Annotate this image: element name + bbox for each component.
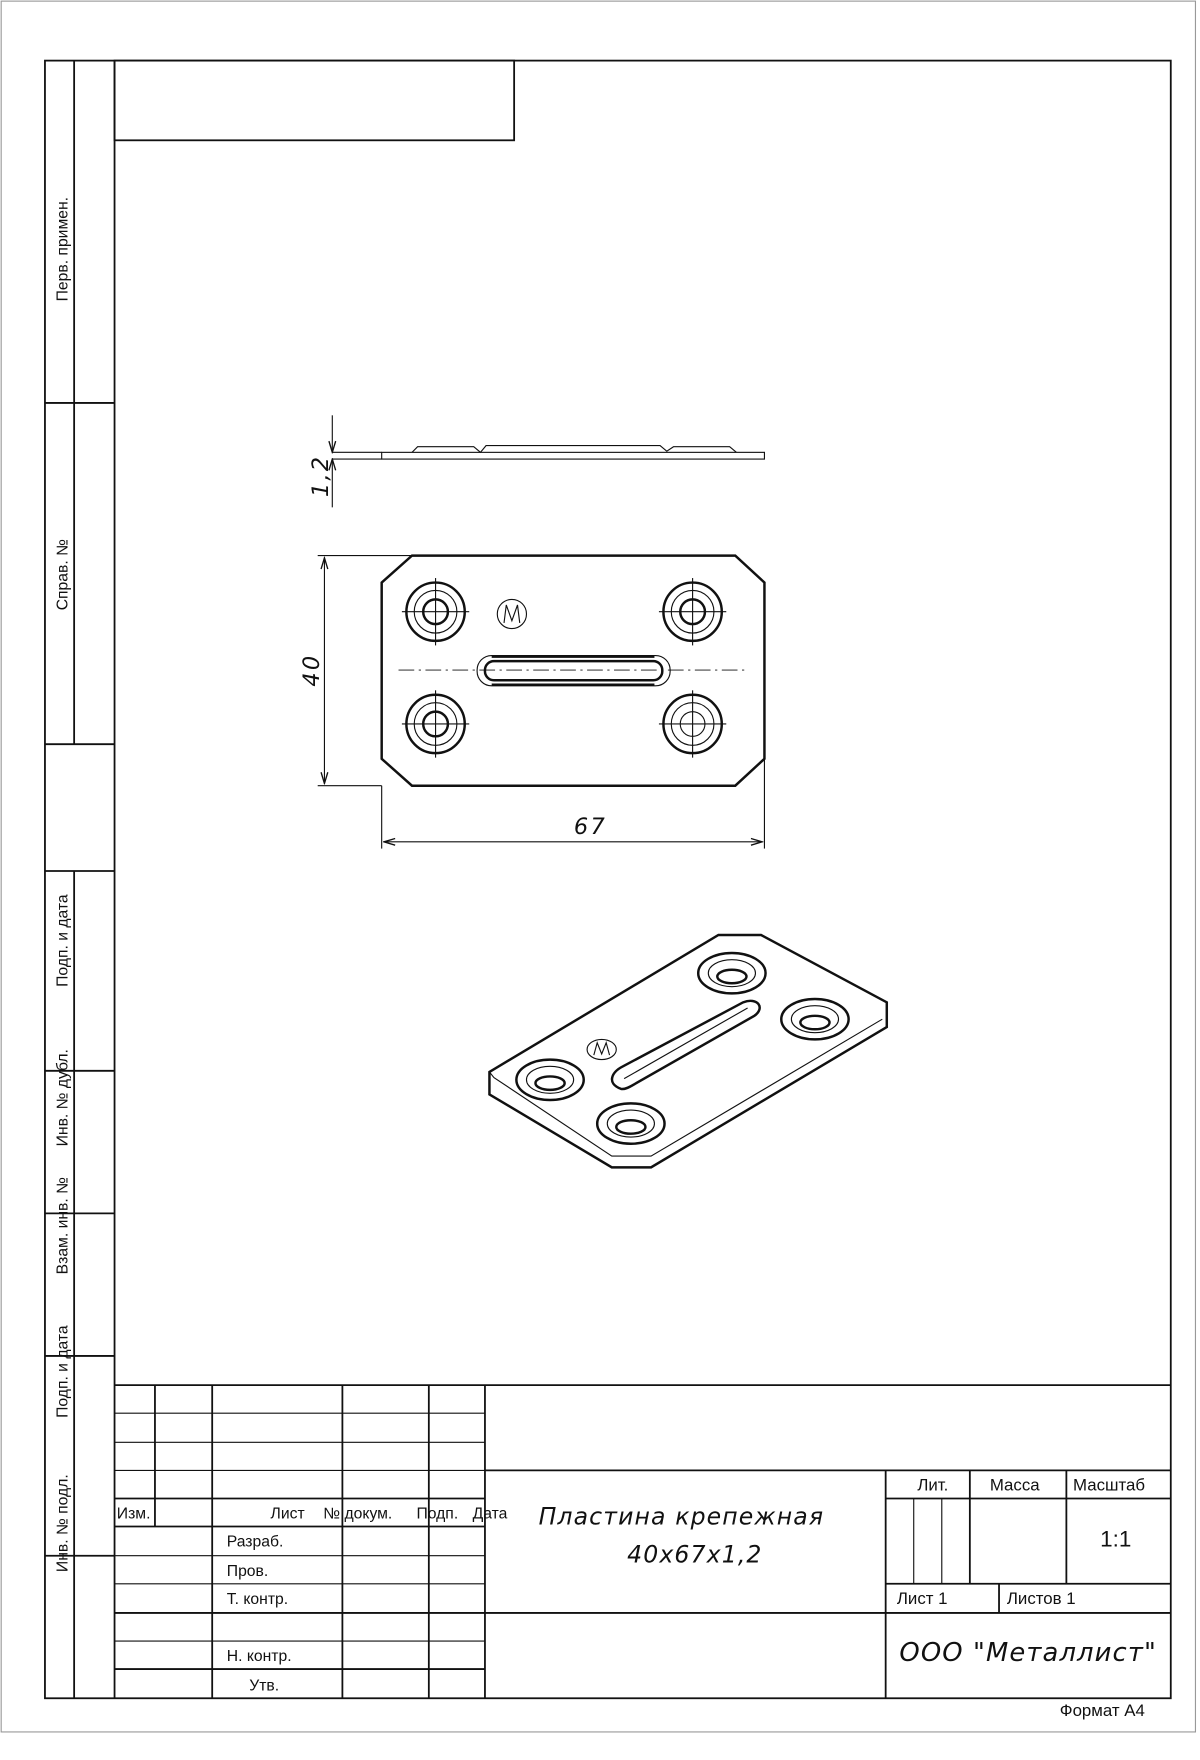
- header-izm: Изм.: [117, 1506, 151, 1523]
- title-block: Изм. Лист № докум. Подп. Дата Разраб. Пр…: [114, 1384, 1171, 1720]
- side-view: 1,2: [308, 415, 765, 508]
- format-label: Формат А4: [1060, 1701, 1145, 1720]
- stamp-label: Инв. № дубл.: [54, 1049, 71, 1146]
- iso-hole: [595, 1102, 666, 1146]
- scale-value: 1:1: [1100, 1527, 1131, 1552]
- role-approved: Утв.: [249, 1677, 279, 1694]
- left-stamp-strip: Перв. примен. Справ. № Подп. и дата Инв.…: [44, 60, 115, 1699]
- header-date: Дата: [473, 1506, 508, 1523]
- width-dimension: 67: [574, 814, 607, 840]
- role-norm-control: Н. контр.: [227, 1648, 292, 1665]
- role-tech-control: Т. контр.: [227, 1591, 288, 1608]
- role-developed: Разраб.: [227, 1534, 284, 1551]
- height-dimension: 40: [299, 654, 325, 687]
- company-name: ООО "Металлист": [899, 1638, 1157, 1668]
- stamp-label: Подп. и дата: [54, 1325, 71, 1418]
- stamp-label: Справ. №: [54, 539, 71, 610]
- isometric-view: [488, 933, 889, 1169]
- slot: [398, 654, 749, 687]
- iso-hole: [780, 997, 850, 1041]
- iso-logo-m-icon: [586, 1038, 617, 1061]
- lit-label: Лит.: [917, 1476, 948, 1495]
- sheet-count: Листов 1: [1007, 1589, 1076, 1608]
- iso-hole: [515, 1058, 585, 1102]
- stamp-label: Инв. № подл.: [54, 1474, 71, 1572]
- role-checked: Пров.: [227, 1563, 268, 1580]
- iso-slot: [610, 999, 761, 1091]
- iso-hole: [696, 951, 767, 995]
- stamp-label: Подп. и дата: [54, 894, 71, 987]
- header-list: Лист: [271, 1506, 305, 1523]
- header-doc-no: № докум.: [323, 1506, 392, 1523]
- center-lines: [401, 578, 727, 758]
- part-size: 40x67x1,2: [627, 1540, 762, 1568]
- stamp-label: Перв. примен.: [54, 197, 71, 301]
- scale-label: Масштаб: [1073, 1476, 1145, 1495]
- logo-m-icon: [496, 598, 528, 630]
- frame: [44, 59, 1172, 1700]
- part-name: Пластина крепежная: [539, 1502, 825, 1530]
- plan-view: 40 67: [299, 554, 766, 849]
- stamp-label: Взам. инв. №: [54, 1177, 71, 1274]
- thickness-dimension: 1,2: [308, 455, 334, 497]
- sheet-number: Лист 1: [897, 1589, 948, 1608]
- mass-label: Масса: [990, 1476, 1040, 1495]
- header-sign: Подп.: [416, 1506, 458, 1523]
